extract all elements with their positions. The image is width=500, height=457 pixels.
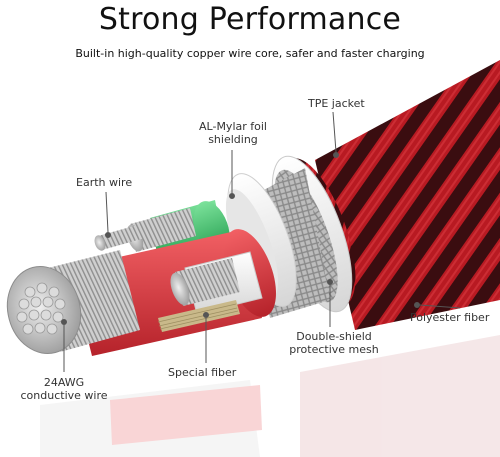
label-special-fiber: Special fiber — [168, 366, 237, 379]
page-subtitle: Built-in high-quality copper wire core, … — [75, 47, 425, 60]
label-al-mylar-line1: AL-Mylar foil — [199, 120, 267, 133]
conductive-wire-end — [6, 265, 82, 355]
page-title: Strong Performance — [98, 2, 402, 37]
reflection — [40, 335, 500, 457]
label-24awg-line1: 24AWG — [43, 376, 85, 389]
label-polyester-fiber: Polyester fiber — [410, 311, 490, 324]
label-24awg-line2: conductive wire — [20, 389, 108, 402]
label-al-mylar-line2: shielding — [208, 133, 258, 146]
label-double-shield-line2: protective mesh — [289, 343, 379, 356]
white-conductor — [170, 251, 263, 315]
label-tpe-jacket: TPE jacket — [308, 97, 365, 110]
label-double-shield: Double-shield protective mesh — [282, 330, 386, 356]
label-earth-wire: Earth wire — [76, 176, 133, 189]
label-double-shield-line1: Double-shield — [296, 330, 372, 343]
special-fiber — [157, 300, 240, 332]
label-24awg: 24AWG conductive wire — [14, 376, 114, 402]
label-al-mylar-foil: AL-Mylar foil shielding — [185, 120, 281, 146]
earth-wire — [94, 216, 174, 251]
callout-lines — [61, 111, 461, 372]
